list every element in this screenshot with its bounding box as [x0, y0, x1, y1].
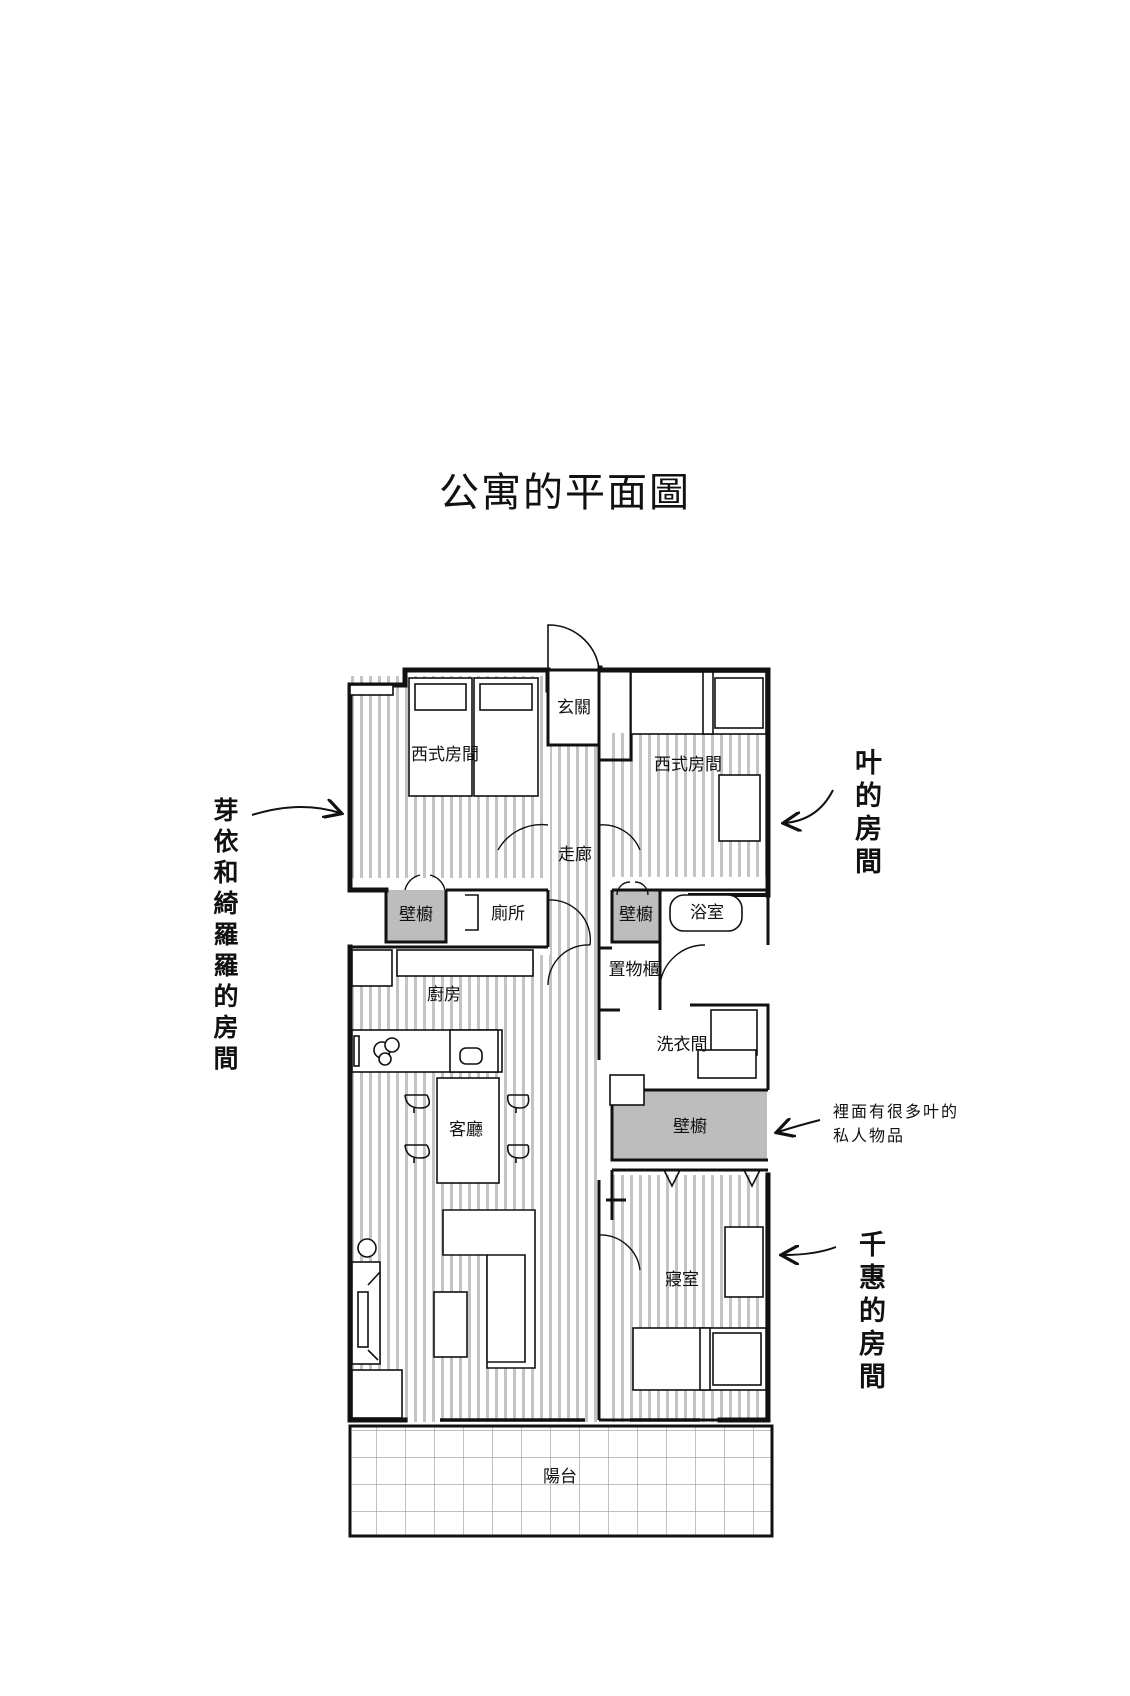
- desk-right: [718, 774, 761, 842]
- closet-note-line2: 私人物品: [833, 1126, 906, 1145]
- label-kitchen: 廚房: [427, 984, 461, 1005]
- coffee-table: [433, 1291, 468, 1358]
- corridor-floor: [550, 745, 598, 965]
- label-bedroom: 寢室: [665, 1269, 699, 1290]
- room-labels: 玄關 西式房間 走廊 西式房間 壁櫥 廁所 壁櫥 浴室 置物櫃 廚房 洗衣間 客…: [399, 698, 724, 1487]
- arrow-chie-room: [783, 1247, 837, 1255]
- annotation-closet-note: 裡面有很多叶的 私人物品: [833, 1100, 959, 1148]
- label-laundry: 洗衣間: [657, 1035, 708, 1055]
- inner-walls: [350, 668, 770, 1422]
- arrow-closet-note: [778, 1120, 821, 1132]
- annotation-left-room: 芽依和綺羅羅的房間: [210, 797, 239, 1076]
- label-closet-right: 壁櫥: [619, 905, 653, 925]
- kitchen-counter: [396, 949, 534, 977]
- dining-table: [436, 1077, 500, 1184]
- annotation-chie-room: 千惠的房間: [854, 1230, 885, 1395]
- desk-bedroom: [724, 1226, 764, 1298]
- label-corridor: 走廊: [558, 845, 592, 865]
- page-title: 公寓的平面圖: [439, 470, 691, 516]
- door-swings: [404, 823, 706, 1271]
- closet-note-line1: 裡面有很多叶的: [833, 1102, 960, 1121]
- closet-right: [612, 890, 660, 942]
- balcony-floor: [352, 1426, 772, 1536]
- closet-left: [386, 890, 446, 942]
- arrow-ye-room: [785, 789, 834, 823]
- annotation-arrows: [251, 789, 837, 1255]
- bath-tub: [669, 894, 743, 932]
- label-toilet: 廁所: [491, 903, 525, 924]
- annotation-ye-room: 叶的房間: [850, 748, 881, 880]
- label-balcony: 陽台: [543, 1467, 577, 1487]
- entrance-block: [546, 624, 601, 747]
- label-living: 客廳: [449, 1120, 483, 1140]
- arrow-left-room: [251, 807, 340, 815]
- furniture: [349, 671, 767, 1422]
- label-western-room-left: 西式房間: [411, 745, 479, 765]
- label-closet-big: 壁櫥: [673, 1117, 707, 1137]
- label-closet-left: 壁櫥: [399, 905, 433, 925]
- sofa: [442, 1209, 536, 1369]
- label-bath: 浴室: [690, 903, 724, 923]
- label-western-room-right: 西式房間: [654, 755, 722, 775]
- washer-area: [710, 1009, 758, 1056]
- room-living-kitchen: [352, 955, 598, 1422]
- label-entrance: 玄關: [557, 698, 591, 718]
- label-storage: 置物櫃: [609, 960, 660, 980]
